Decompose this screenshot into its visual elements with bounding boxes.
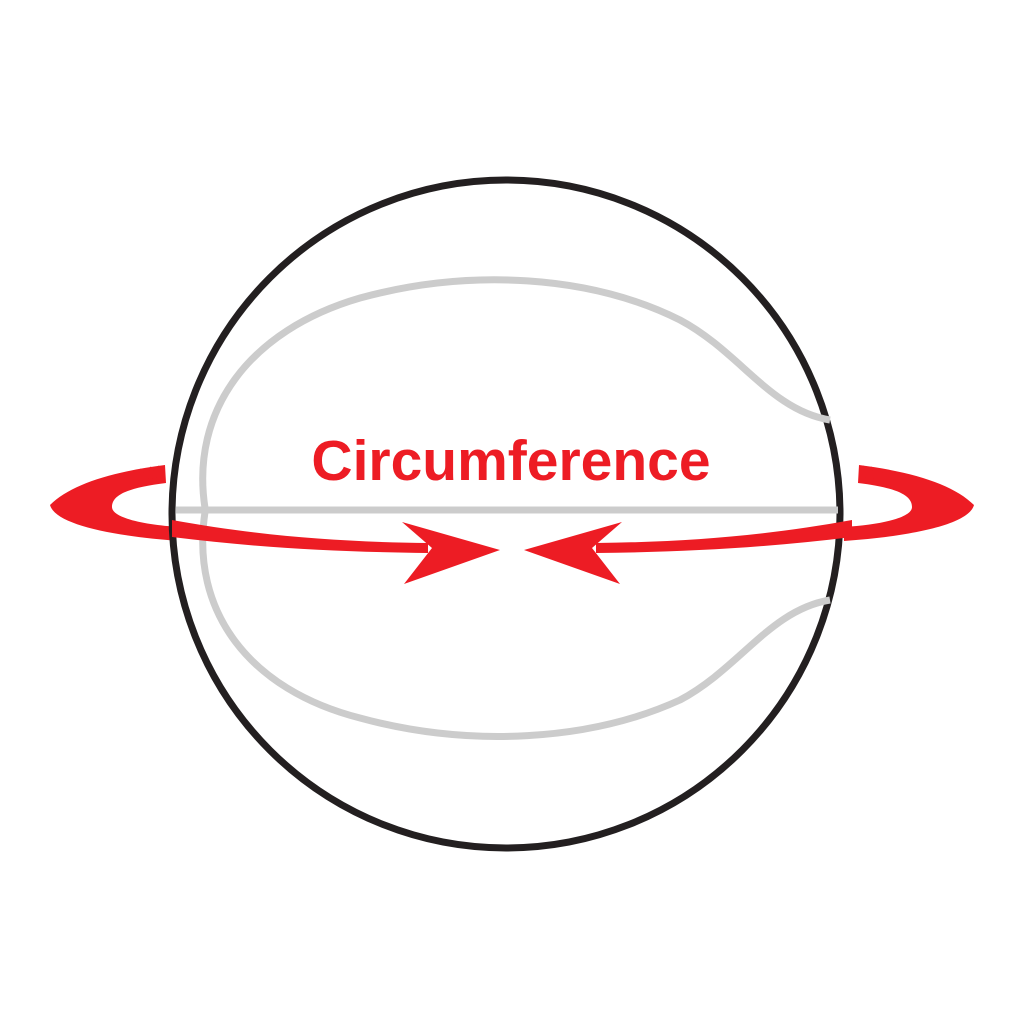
seam-bottom-curve — [199, 511, 831, 740]
orbit-band-back — [50, 465, 180, 541]
band-ticks-right — [860, 465, 884, 485]
arrow-head-left — [402, 522, 500, 584]
orbit-band-front-right — [596, 520, 852, 553]
orbit-band-back-right — [844, 465, 974, 541]
band-ticks-left — [138, 465, 162, 485]
ball-body — [168, 176, 844, 852]
seam-top-curve — [199, 276, 831, 509]
orbit-band-front-left — [172, 520, 428, 553]
arrow-head-right — [524, 522, 622, 584]
circumference-label: Circumference — [311, 429, 710, 493]
